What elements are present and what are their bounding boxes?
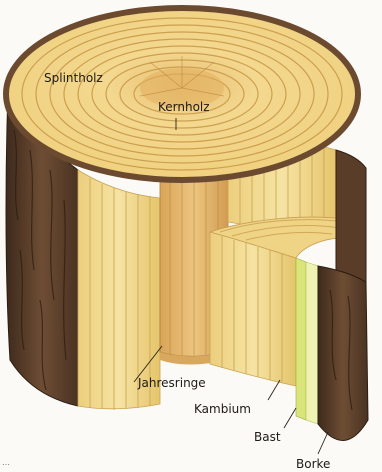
label-splintholz: Splintholz <box>44 72 103 85</box>
sapwood-inner-lower <box>210 232 296 386</box>
bark-right-upper <box>336 150 366 282</box>
label-bast: Bast <box>254 431 281 444</box>
bast-strip <box>306 262 318 424</box>
label-kernholz: Kernholz <box>158 101 210 114</box>
label-borke: Borke <box>296 458 330 471</box>
bark-right <box>318 266 368 440</box>
caption-text: … <box>2 458 10 467</box>
cambium-strip <box>296 258 306 420</box>
label-kambium: Kambium <box>194 403 251 416</box>
label-jahresringe: Jahresringe <box>138 377 206 390</box>
